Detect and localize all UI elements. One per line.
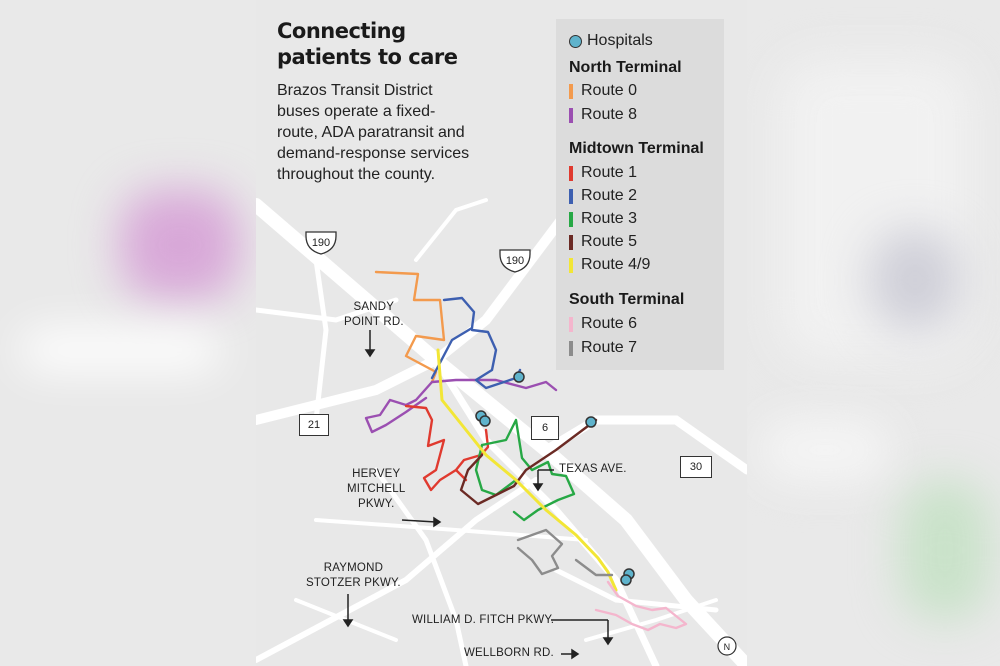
map-card: 190 190 21 6 30 N SANDY POINT RD. HERVEY… <box>256 0 747 666</box>
route-4-9-swatch <box>569 257 573 273</box>
hwy-30-marker: 30 <box>680 456 712 478</box>
route-1-swatch <box>569 165 573 181</box>
legend-route-8: Route 8 <box>569 104 637 126</box>
route-5-line <box>459 418 598 506</box>
legend-route-4-9: Route 4/9 <box>569 254 650 276</box>
fitch-pkwy-label: WILLIAM D. FITCH PKWY. <box>412 614 555 626</box>
route-8-line <box>364 378 558 434</box>
route-7-swatch <box>569 340 573 356</box>
legend-heading-midtown: Midtown Terminal <box>569 140 704 157</box>
sandy-point-label: SANDY POINT RD. <box>344 301 404 328</box>
callout-arrows <box>342 330 614 660</box>
route-2-swatch <box>569 188 573 204</box>
hospital-icon <box>569 34 582 48</box>
route-map <box>256 195 747 666</box>
legend-route-0: Route 0 <box>569 80 637 102</box>
route-3-line <box>474 418 576 522</box>
legend: Hospitals North Terminal Route 0 Route 8… <box>556 19 724 370</box>
route-0-line <box>374 270 446 384</box>
hospital-marker <box>585 416 597 428</box>
legend-route-3: Route 3 <box>569 208 637 230</box>
us-190-shield-west: 190 <box>311 237 331 249</box>
hervey-mitchell-label: HERVEY MITCHELL PKWY. <box>347 468 406 510</box>
legend-hospitals: Hospitals <box>569 30 653 52</box>
raymond-stotzer-label: RAYMOND STOTZER PKWY. <box>306 562 401 589</box>
roads <box>256 195 747 666</box>
legend-route-7: Route 7 <box>569 337 637 359</box>
us-190-shield-east: 190 <box>505 255 525 267</box>
route-3-swatch <box>569 211 573 227</box>
route-0-swatch <box>569 83 573 99</box>
legend-heading-north: North Terminal <box>569 59 682 76</box>
route-6-swatch <box>569 316 573 332</box>
hospital-marker <box>620 574 632 586</box>
legend-route-1: Route 1 <box>569 162 637 184</box>
legend-route-2: Route 2 <box>569 185 637 207</box>
hospital-marker <box>479 415 491 427</box>
legend-route-6: Route 6 <box>569 313 637 335</box>
north-arrow-circle <box>717 636 737 656</box>
intro-text: Brazos Transit District buses operate a … <box>277 82 470 183</box>
map-title: Connecting patients to care <box>277 19 458 69</box>
texas-ave-label: TEXAS AVE. <box>559 463 627 475</box>
hwy-6-marker: 6 <box>531 416 559 440</box>
route-2-line <box>430 296 522 390</box>
hwy-21-marker: 21 <box>299 414 329 436</box>
north-label: N <box>723 642 731 652</box>
route-5-swatch <box>569 234 573 250</box>
legend-heading-south: South Terminal <box>569 291 685 308</box>
us-190-shield-outlines <box>305 231 531 273</box>
route-8-swatch <box>569 107 573 123</box>
route-4-9-line <box>436 348 618 592</box>
route-6-line <box>594 580 688 632</box>
wellborn-rd-label: WELLBORN RD. <box>464 647 554 659</box>
hospital-markers <box>475 371 635 586</box>
legend-route-5: Route 5 <box>569 231 637 253</box>
hospital-marker <box>513 371 525 383</box>
route-7-line <box>516 528 564 576</box>
